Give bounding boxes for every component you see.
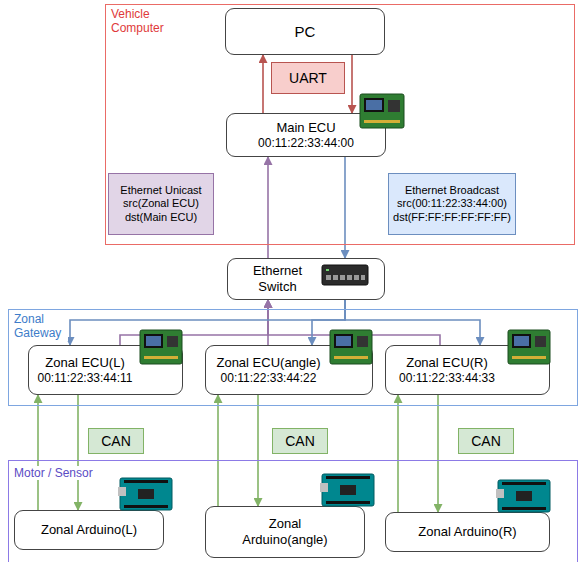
region-label: Motor / Sensor xyxy=(12,466,95,480)
ecu-box: Zonal ECU(L)00:11:22:33:44:11 xyxy=(28,345,183,395)
switch-box: Ethernet Switch xyxy=(227,258,385,300)
node-label: 00:11:22:33:44:33 xyxy=(399,371,495,385)
arduino-board xyxy=(118,478,172,510)
signal-arrow xyxy=(257,395,259,506)
node-label: CAN xyxy=(285,433,315,450)
signal-arrow xyxy=(120,300,268,345)
signal-arrow xyxy=(268,300,440,345)
ecu-board xyxy=(360,94,404,128)
signal-arrow xyxy=(217,395,219,506)
device-box: Zonal Arduino(R) xyxy=(385,512,550,552)
protocol-tag: UART xyxy=(271,62,345,94)
gateway-region: Zonal GatewayZonal ECU(L)00:11:22:33:44:… xyxy=(8,309,578,406)
signal-arrow xyxy=(70,300,345,345)
switch-device xyxy=(322,265,368,285)
arduino-board xyxy=(496,480,550,512)
node-label: Zonal Arduino(angle) xyxy=(235,516,335,547)
device-box: Zonal Arduino(angle) xyxy=(205,506,365,558)
region-label: Zonal Gateway xyxy=(12,312,68,341)
bus-tag: CAN xyxy=(458,428,514,454)
node-label: Zonal Arduino(L) xyxy=(41,522,137,538)
node-label: Ethernet Switch xyxy=(243,263,313,294)
signal-arrow xyxy=(345,300,480,345)
bus-tag: CAN xyxy=(88,428,144,454)
signal-arrow xyxy=(437,395,439,512)
message-note: Ethernet Broadcastsrc(00:11:22:33:44:00)… xyxy=(388,173,516,235)
signal-arrow xyxy=(262,55,264,113)
signal-arrow xyxy=(37,395,39,510)
signal-arrow xyxy=(397,395,399,512)
node-label: Ethernet Unicast xyxy=(120,184,201,197)
bus-tag: CAN xyxy=(272,428,328,454)
node-label: PC xyxy=(295,23,316,41)
node-label: UART xyxy=(289,70,327,87)
node-label: dst(FF:FF:FF:FF:FF:FF) xyxy=(393,211,511,224)
node-label: Main ECU xyxy=(276,120,335,136)
signal-arrow xyxy=(77,395,79,510)
region-label: Vehicle Computer xyxy=(109,7,175,36)
process-box: PC xyxy=(225,8,385,55)
node-label: src(00:11:22:33:44:00) xyxy=(397,197,507,210)
device-region: Motor / SensorZonal Arduino(L) Zonal Ardu… xyxy=(8,460,578,562)
message-note: Ethernet Unicastsrc(Zonal ECU)dst(Main E… xyxy=(108,173,214,235)
signal-arrow xyxy=(267,157,269,258)
node-label: Ethernet Broadcast xyxy=(405,184,499,197)
node-label: dst(Main ECU) xyxy=(125,211,197,224)
signal-arrow xyxy=(344,157,346,258)
node-label: 00:11:22:33:44:11 xyxy=(38,371,133,385)
node-label: CAN xyxy=(471,433,501,450)
node-label: Zonal ECU(R) xyxy=(406,355,488,371)
ecu-board xyxy=(508,330,550,364)
ecu-board xyxy=(140,330,182,364)
ecu-board xyxy=(330,330,372,364)
node-label: Zonal Arduino(R) xyxy=(418,524,516,540)
ecu-box: Zonal ECU(R)00:11:22:33:44:33 xyxy=(385,345,550,395)
node-label: Zonal ECU(L) xyxy=(45,355,124,371)
ecu-box: Main ECU00:11:22:33:44:00 xyxy=(226,113,386,157)
node-label: CAN xyxy=(101,433,131,450)
node-label: src(Zonal ECU) xyxy=(123,197,199,210)
signal-arrow xyxy=(312,300,345,345)
device-box: Zonal Arduino(L) xyxy=(14,510,164,550)
signal-arrow xyxy=(351,55,353,113)
node-label: 00:11:22:33:44:22 xyxy=(221,371,317,385)
node-label: Zonal ECU(angle) xyxy=(216,355,320,371)
arduino-board xyxy=(320,474,374,506)
ecu-box: Zonal ECU(angle)00:11:22:33:44:22 xyxy=(205,345,373,395)
node-label: 00:11:22:33:44:00 xyxy=(258,136,354,150)
system-region: Vehicle ComputerPC UART Main ECU00:11:22:3… xyxy=(105,4,575,245)
